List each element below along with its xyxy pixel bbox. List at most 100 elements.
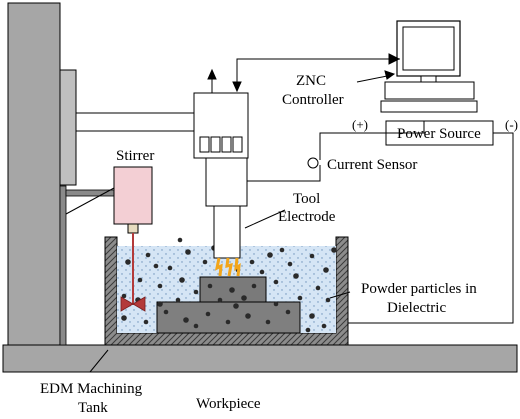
znc-label-line2: Controller <box>282 92 344 108</box>
powder-particle <box>273 301 279 307</box>
powder-particle <box>193 289 199 295</box>
column-plate <box>59 69 77 186</box>
spindle-head <box>193 92 249 259</box>
spindle-slot-1 <box>199 136 210 153</box>
positive-wire <box>319 121 425 160</box>
powder-particle <box>207 283 213 289</box>
stand-brace <box>65 187 115 215</box>
powder-particles <box>121 237 337 333</box>
znc-up-arrowhead <box>207 68 217 80</box>
spindle-slot-3 <box>221 136 232 153</box>
powder-particle <box>245 313 251 319</box>
powder-particle <box>137 277 143 283</box>
tank-label-line2: Tank <box>78 400 108 416</box>
horizontal-arm <box>75 112 195 132</box>
powder-particle <box>265 319 271 325</box>
powder-particle <box>143 319 149 325</box>
power-source-label: Power Source <box>397 126 481 142</box>
powder-label-line1: Powder particles in <box>361 281 477 297</box>
monitor-stand <box>420 75 437 83</box>
powder-particle <box>179 277 185 283</box>
stirrer-stand <box>59 185 115 346</box>
powder-particle <box>331 247 337 253</box>
powder-particle <box>293 273 299 279</box>
stirrer-coupling <box>127 223 139 234</box>
workpiece-label: Workpiece <box>196 396 261 412</box>
powder-particle <box>167 265 173 271</box>
plus-terminal-label: (+) <box>352 117 368 132</box>
powder-particle <box>163 309 169 315</box>
stirrer-label: Stirrer <box>116 148 154 164</box>
powder-particle <box>177 237 183 243</box>
computer <box>380 20 478 113</box>
machine-column <box>7 2 61 346</box>
wiring <box>89 53 514 373</box>
workpiece-block <box>156 276 301 334</box>
powder-particle <box>229 287 235 293</box>
powder-particle <box>183 317 189 323</box>
stirrer-assembly <box>113 166 153 312</box>
stand-post <box>59 185 67 346</box>
negative-wire <box>348 132 514 324</box>
powder-particle <box>309 313 315 319</box>
powder-particle <box>121 315 127 321</box>
tool-holder <box>205 157 248 207</box>
machine-frame <box>2 2 518 373</box>
powder-particle <box>157 283 163 289</box>
powder-particle <box>273 279 279 285</box>
tool-label-line2: Electrode <box>278 209 336 225</box>
powder-particle <box>121 293 127 299</box>
monitor-screen <box>402 26 455 71</box>
powder-particle <box>287 261 293 267</box>
spark-3 <box>234 257 241 277</box>
powder-particle <box>279 247 285 253</box>
machine-base <box>2 344 518 373</box>
current-sensor-label: Current Sensor <box>327 157 417 173</box>
sensor-wire <box>247 165 321 182</box>
controller-pointer-head <box>384 70 396 80</box>
stirrer-motor <box>113 166 153 225</box>
powder-particle <box>217 297 223 303</box>
znc-label-line1: ZNC <box>296 73 326 89</box>
powder-particle <box>157 301 163 307</box>
powder-particle <box>323 267 329 273</box>
stirrer-blade <box>120 296 146 312</box>
spindle-slot-4 <box>232 136 243 153</box>
powder-particle <box>193 323 199 329</box>
powder-particle <box>251 283 257 289</box>
tank-label-line1: EDM Machining <box>40 381 143 397</box>
powder-particle <box>205 311 211 317</box>
spindle-slot-2 <box>210 136 221 153</box>
powder-particle <box>249 259 255 265</box>
powder-particle <box>125 259 131 265</box>
powder-particle <box>225 319 231 325</box>
cpu-box <box>384 81 475 100</box>
powder-particle <box>315 285 321 291</box>
powder-particle <box>285 309 291 315</box>
labels: ZNC Controller Power Source (+) (-) Curr… <box>40 73 518 416</box>
powder-particle <box>297 295 303 301</box>
stand-arm <box>65 189 115 197</box>
powder-particle <box>305 327 311 333</box>
powder-particle <box>267 252 273 258</box>
monitor-arrowhead <box>388 53 401 65</box>
minus-terminal-label: (-) <box>505 117 518 132</box>
tool-pointer <box>244 209 286 229</box>
powder-particle <box>145 252 151 258</box>
powder-pointer <box>329 291 351 299</box>
znc-signal-line <box>236 58 400 72</box>
powder-particle <box>202 259 208 265</box>
powder-particle <box>259 269 265 275</box>
current-sensor-icon <box>307 157 319 169</box>
tank-pointer <box>89 349 109 373</box>
tool-electrode <box>213 205 241 259</box>
powder-label-line2: Dielectric <box>387 300 446 316</box>
powder-particle <box>185 249 191 255</box>
powder-particle <box>233 303 239 309</box>
powder-particle <box>321 323 327 329</box>
powder-particle <box>309 253 315 259</box>
workpiece-lower <box>156 301 301 334</box>
spark-1 <box>214 257 223 277</box>
